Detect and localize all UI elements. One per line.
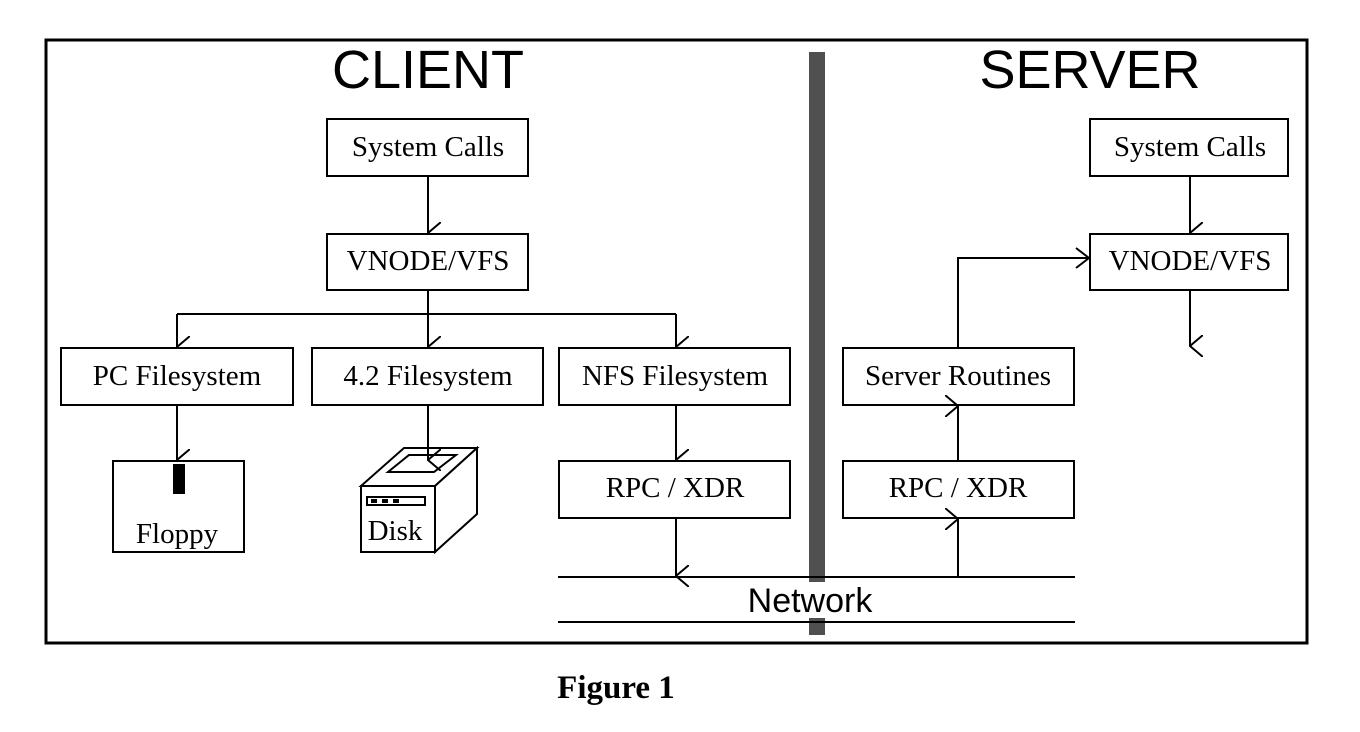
disk-icon (358, 445, 480, 555)
server-routines-to-vnode-line (957, 257, 1089, 348)
disk-label: Disk (368, 515, 423, 547)
nfs-filesystem-box (558, 347, 791, 406)
pc-filesystem-label: PC Filesystem (93, 360, 262, 392)
client-server-divider (809, 52, 825, 635)
client-system-calls-label: System Calls (352, 131, 504, 163)
outer-frame (44, 38, 1309, 645)
client-title: CLIENT (332, 40, 524, 100)
server-vnode-vfs-box (1089, 233, 1289, 291)
server-vnode-vfs-label: VNODE/VFS (1109, 245, 1272, 277)
floppy-icon (112, 460, 245, 553)
client-vnode-vfs-label: VNODE/VFS (347, 245, 510, 277)
server-routines-to-vnode-arrowhead (1075, 247, 1091, 269)
server-title: SERVER (979, 40, 1200, 100)
client-rpc-xdr-box (558, 460, 791, 519)
fs42-label: 4.2 Filesystem (343, 360, 513, 392)
network-label: Network (748, 582, 874, 620)
client-vnode-vfs-box (326, 233, 529, 291)
server-routines-label: Server Routines (865, 360, 1051, 392)
server-system-calls-label: System Calls (1114, 131, 1266, 163)
server-rpc-xdr-label: RPC / XDR (889, 472, 1028, 504)
client-rpc-xdr-label: RPC / XDR (606, 472, 745, 504)
network-label-backdrop (742, 582, 878, 618)
figure-caption: Figure 1 (557, 670, 675, 706)
floppy-label: Floppy (136, 518, 219, 550)
nfs-filesystem-label: NFS Filesystem (582, 360, 769, 392)
